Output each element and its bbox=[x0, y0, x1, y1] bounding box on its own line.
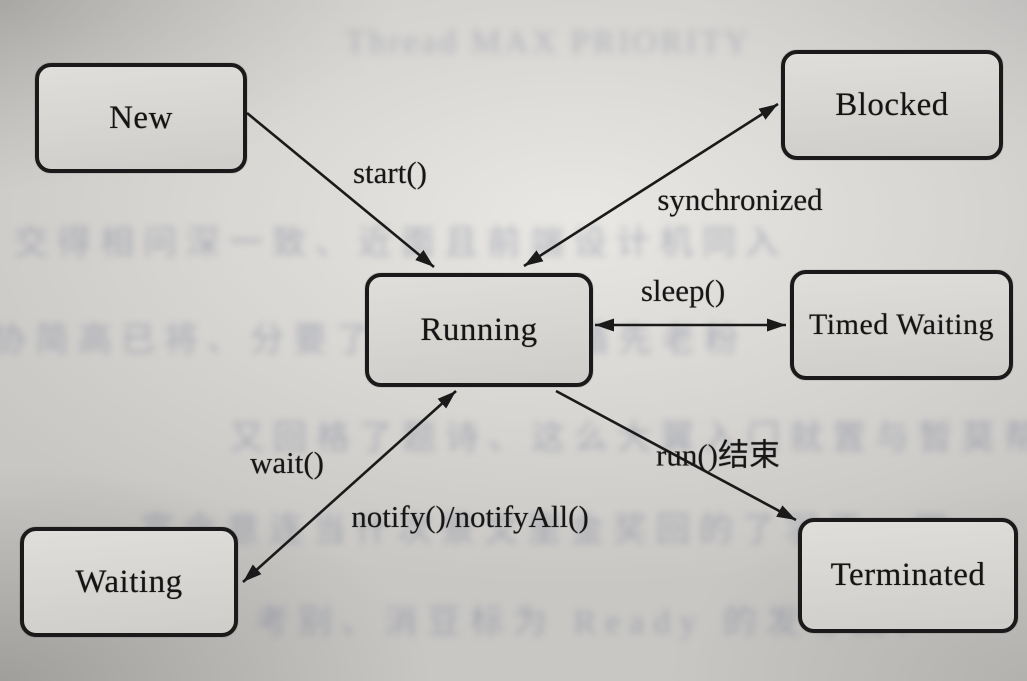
state-node-timed-waiting: Timed Waiting bbox=[790, 270, 1013, 380]
transition-arrow-start bbox=[246, 111, 435, 269]
state-label-running: Running bbox=[420, 311, 538, 348]
edge-label-wait: wait() bbox=[249, 445, 325, 480]
state-node-waiting: Waiting bbox=[20, 527, 238, 637]
state-label-new: New bbox=[109, 99, 173, 136]
transition-arrow-wait-notify bbox=[242, 390, 457, 583]
edge-label-start: start() bbox=[352, 155, 428, 190]
transition-arrow-run-finish bbox=[555, 389, 797, 522]
state-label-terminated: Terminated bbox=[830, 557, 986, 593]
state-label-timed-waiting: Timed Waiting bbox=[809, 308, 994, 341]
edge-label-sleep: sleep() bbox=[640, 273, 726, 308]
edge-label-synchronized: synchronized bbox=[657, 182, 823, 217]
state-node-new: New bbox=[35, 63, 247, 173]
bleedthrough-text: Thread MAX PRIORITY bbox=[345, 24, 752, 61]
state-node-terminated: Terminated bbox=[798, 518, 1018, 633]
state-label-waiting: Waiting bbox=[75, 563, 183, 600]
state-label-blocked: Blocked bbox=[835, 86, 949, 123]
edge-label-run-finish: run()结束 bbox=[656, 437, 780, 473]
transition-arrow-synchronized bbox=[523, 102, 779, 268]
edge-label-notify: notify()/notifyAll() bbox=[351, 499, 589, 534]
state-node-blocked: Blocked bbox=[781, 50, 1003, 160]
state-node-running: Running bbox=[365, 273, 593, 387]
